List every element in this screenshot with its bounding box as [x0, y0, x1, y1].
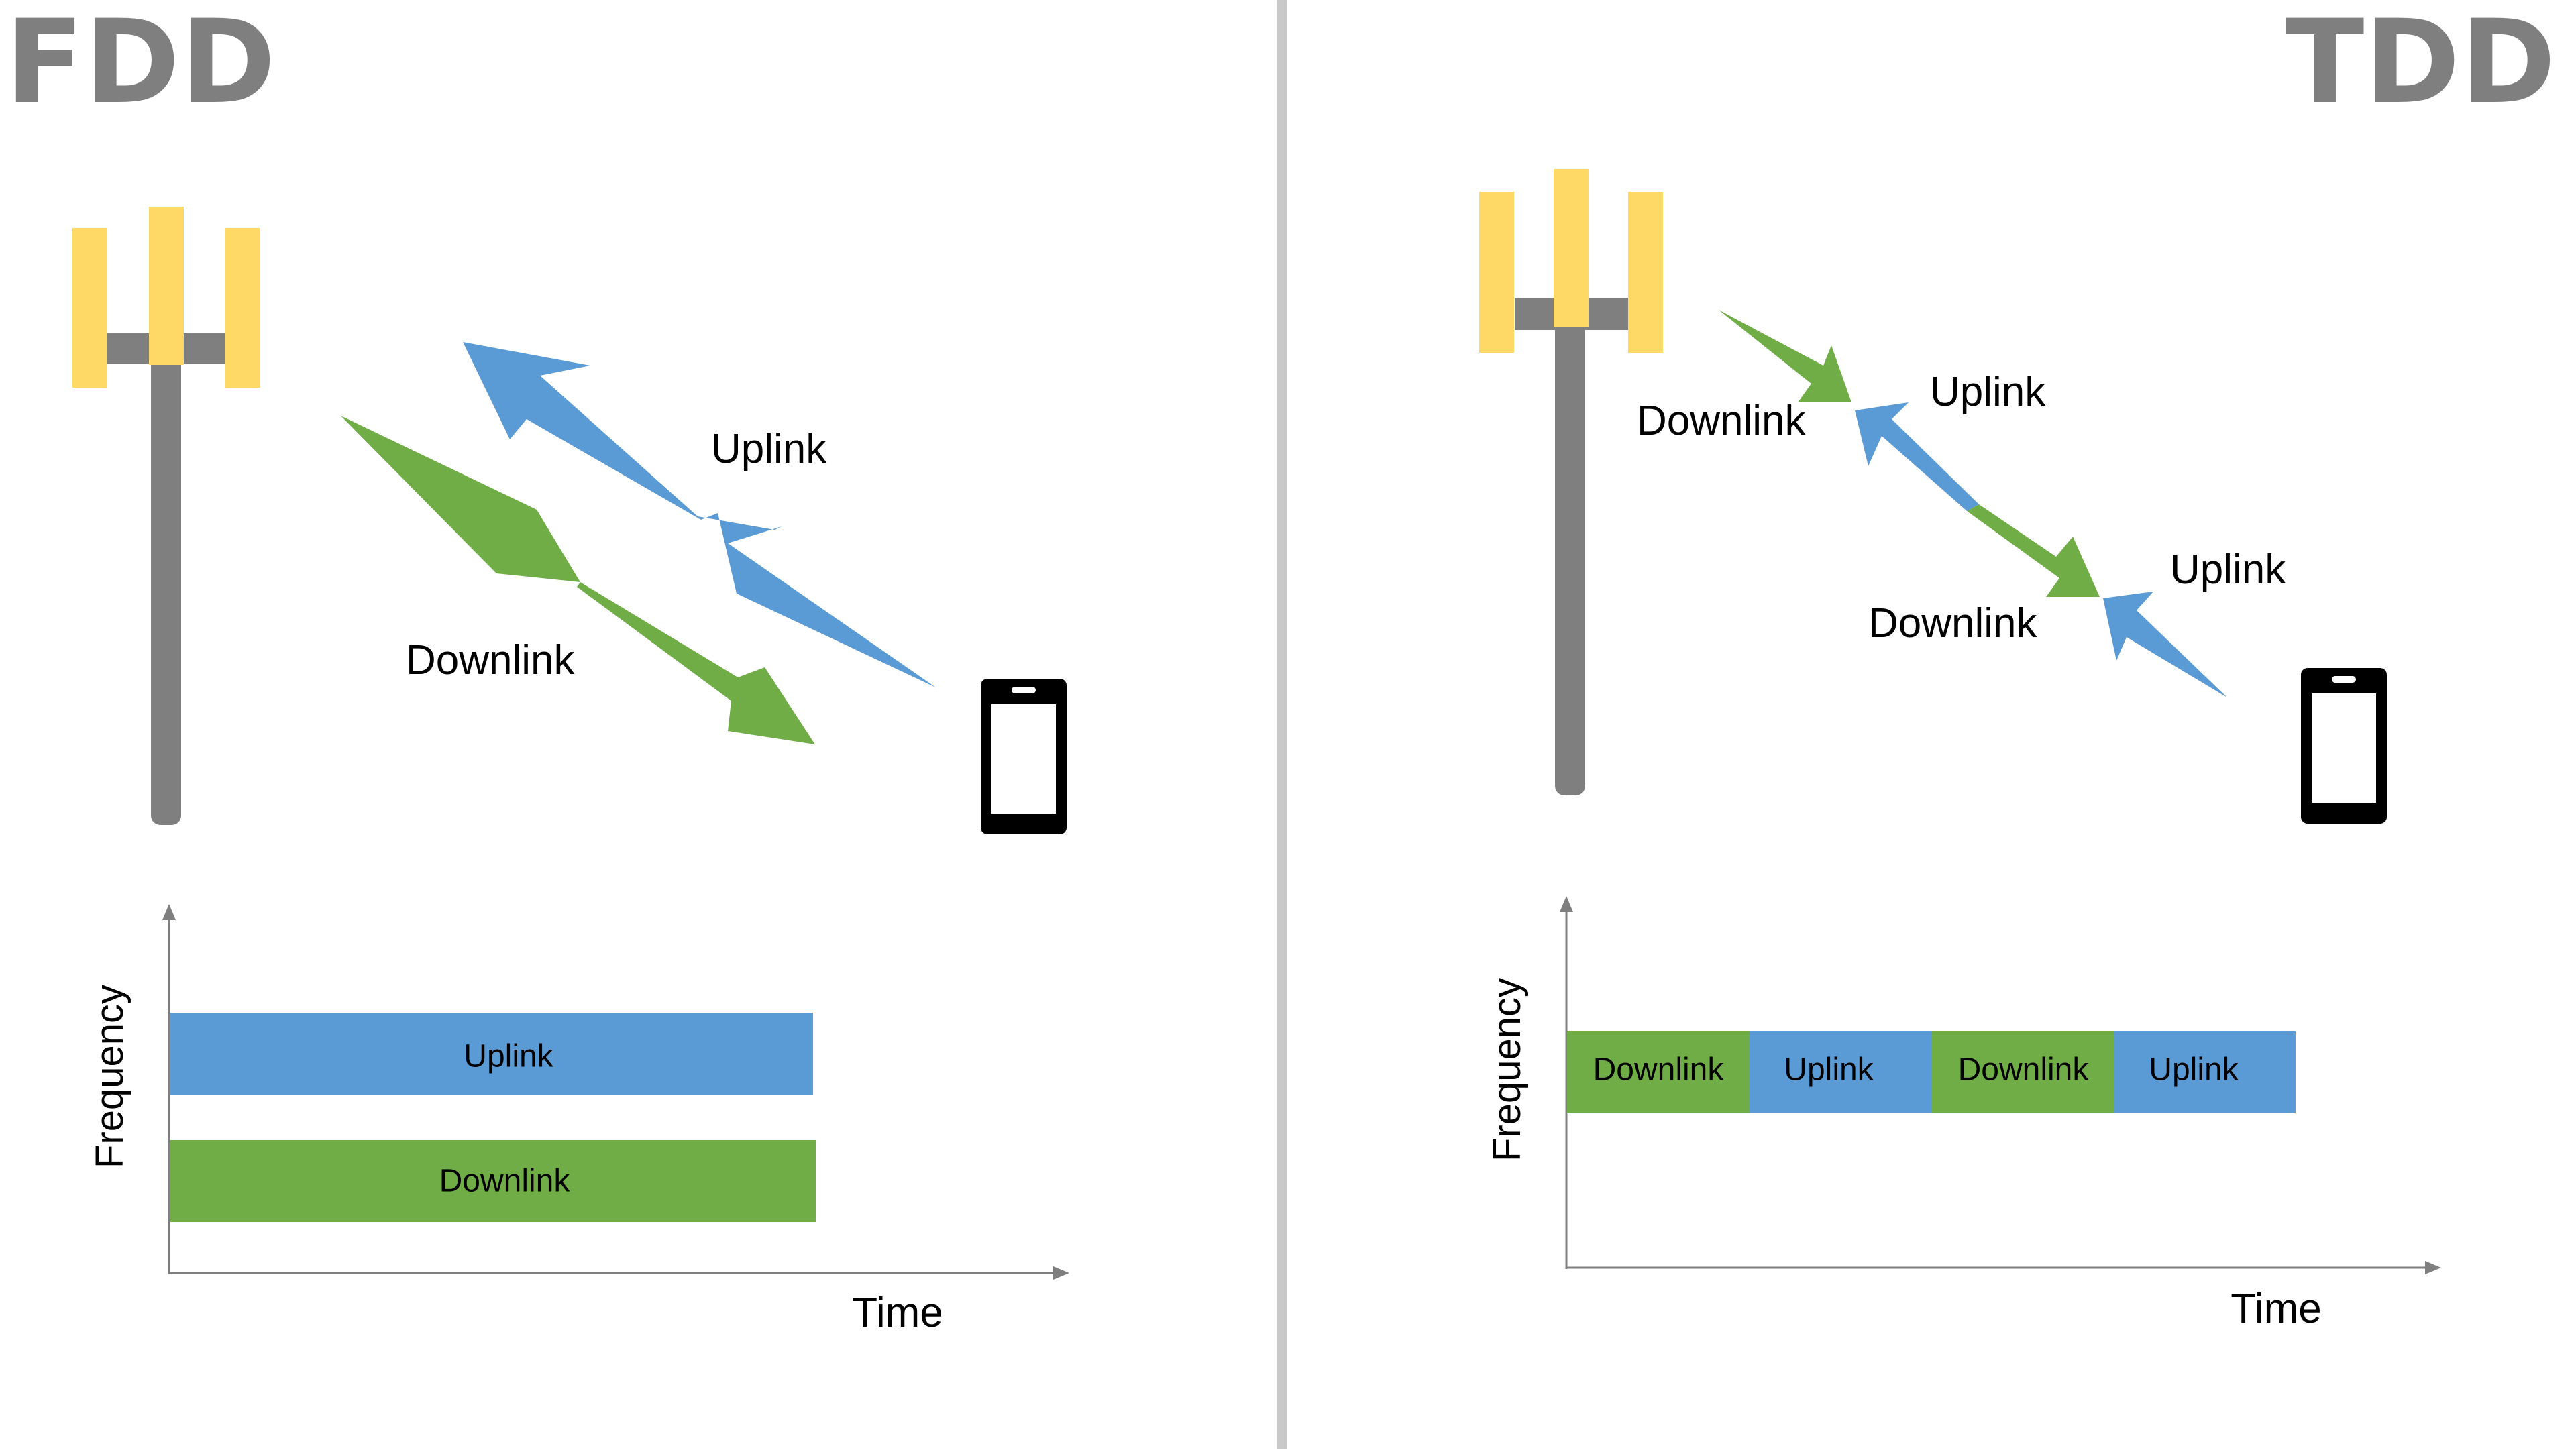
uplink-arrow: [2103, 592, 2227, 697]
downlink-slot: [1932, 1031, 2114, 1113]
x-axis-label: Time: [2231, 1286, 2321, 1332]
cell-tower-icon: [1479, 169, 1663, 795]
uplink-arrow: [463, 342, 936, 687]
downlink-label: Downlink: [1637, 398, 1807, 444]
y-axis-label: Frequency: [1485, 978, 1529, 1162]
tdd-frequency-time-chart: Downlink Uplink Downlink Uplink Frequenc…: [1485, 896, 2441, 1332]
downlink-arrow: [341, 416, 815, 744]
downlink-band: [170, 1140, 816, 1222]
smartphone-icon: [981, 679, 1067, 834]
downlink-arrow: [1719, 310, 1851, 402]
smartphone-icon: [2301, 668, 2387, 824]
uplink-slot: [1750, 1031, 1932, 1113]
uplink-band-label: Uplink: [464, 1039, 553, 1074]
downlink-band-label: Downlink: [439, 1164, 571, 1199]
y-axis-label: Frequency: [88, 985, 131, 1168]
fdd-frequency-time-chart: Uplink Downlink Frequency Time: [88, 904, 1069, 1336]
downlink-label: Downlink: [1868, 600, 2038, 647]
fdd-title: FDD: [5, 0, 276, 129]
x-axis-label: Time: [852, 1290, 943, 1336]
cell-tower-icon: [72, 207, 260, 825]
uplink-slot-label: Uplink: [1784, 1052, 1874, 1088]
downlink-slot: [1567, 1031, 1750, 1113]
downlink-arrow: [1967, 504, 2100, 597]
uplink-slot-label: Uplink: [2149, 1052, 2239, 1088]
uplink-label: Uplink: [2170, 547, 2286, 593]
panel-divider: [1277, 0, 1287, 1449]
uplink-arrow: [1855, 402, 1979, 511]
downlink-slot-label: Downlink: [1958, 1052, 2090, 1088]
tdd-title: TDD: [2286, 0, 2556, 129]
downlink-label: Downlink: [406, 637, 576, 683]
uplink-label: Uplink: [711, 426, 827, 472]
uplink-band: [170, 1013, 813, 1095]
downlink-slot-label: Downlink: [1593, 1052, 1725, 1088]
uplink-slot: [2114, 1031, 2296, 1113]
uplink-label: Uplink: [1930, 369, 2046, 415]
